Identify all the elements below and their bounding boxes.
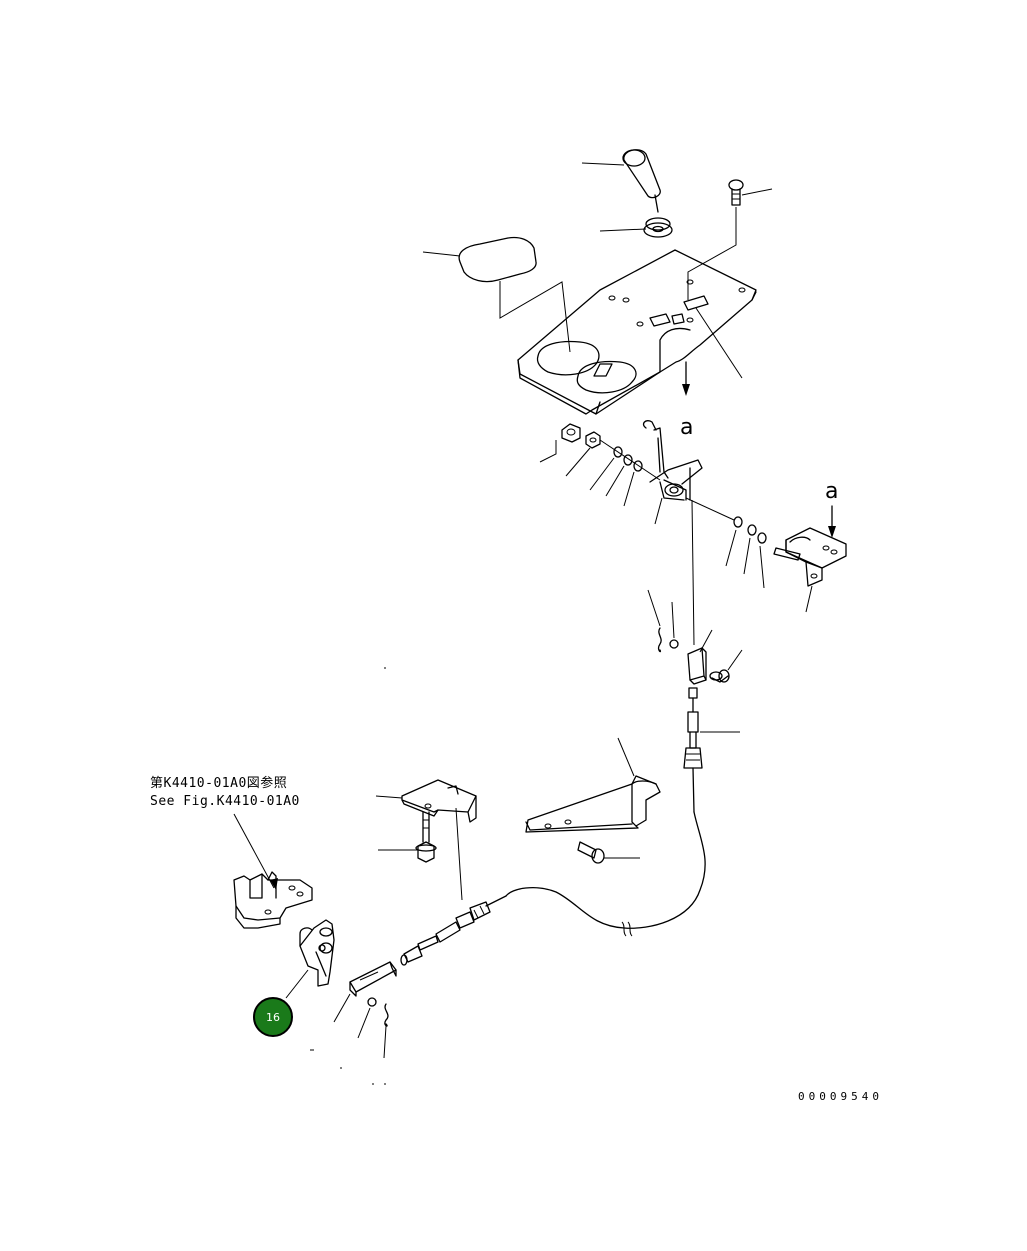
flange-bolt — [415, 811, 437, 863]
leader-bolt-top — [741, 188, 773, 196]
washer-lower — [367, 997, 377, 1007]
leader-reference — [233, 813, 275, 889]
lever-arm — [299, 919, 335, 987]
leader-connector-lower — [333, 993, 351, 1023]
assembly-line-mat — [499, 281, 571, 353]
leader-washer-r1 — [725, 529, 737, 567]
leader-clevis-pin — [727, 649, 743, 671]
leader-cotter-upper — [647, 589, 661, 627]
floor-plate — [517, 249, 757, 415]
detail-arrow-right: a — [825, 479, 838, 538]
cotter-pin-lower — [384, 1003, 389, 1027]
leader-knob — [581, 162, 625, 166]
leader-mat — [422, 251, 461, 257]
leader-slot — [695, 307, 743, 379]
leader-washer-2 — [605, 465, 625, 497]
leader-washer-r2 — [743, 537, 751, 575]
axis-line-right — [685, 497, 735, 521]
clevis-upper — [687, 647, 707, 685]
mount-bracket — [401, 779, 477, 823]
washer-2 — [623, 454, 633, 466]
bolt-bracket — [577, 841, 605, 864]
washer-1 — [613, 446, 623, 458]
cable-break-mark — [621, 921, 633, 937]
leader-cotter-lower — [383, 1025, 387, 1059]
washer-3 — [633, 460, 643, 472]
washer-clevis — [669, 639, 679, 649]
leader-nut — [539, 440, 557, 463]
leader-washer-1 — [589, 457, 615, 491]
reference-arrowhead — [270, 878, 278, 890]
leader-bracket — [805, 585, 813, 613]
cable-connector-lower — [349, 961, 397, 997]
bolt-top — [728, 179, 744, 206]
lock-nut — [585, 431, 601, 449]
control-cable-upper-end — [683, 687, 703, 813]
boot-grommet — [643, 217, 673, 238]
leader-washer-clevis — [671, 601, 675, 639]
reference-note-en: See Fig.K4410-01A0 — [150, 794, 300, 809]
floor-mat — [458, 236, 537, 283]
detail-arrow-top: a — [680, 361, 693, 440]
washer-r1 — [733, 516, 743, 528]
leader-boot — [599, 228, 647, 232]
leader-mount-bracket — [375, 795, 403, 799]
leader-lock-nut — [565, 447, 591, 477]
detail-label-right: a — [825, 479, 838, 504]
assembly-line-mount — [455, 807, 463, 901]
washer-r3 — [757, 532, 767, 544]
cotter-pin-upper — [657, 627, 662, 653]
leader-cable-bracket — [617, 737, 635, 777]
reference-note-jp: 第K4410-01A0図参照 — [150, 775, 287, 791]
washer-r2 — [747, 524, 757, 536]
callout-badge[interactable]: 16 — [253, 997, 293, 1037]
control-cable-lower-end — [400, 895, 507, 966]
rod-line — [691, 499, 695, 646]
nut — [561, 423, 581, 443]
axis-line-left — [599, 439, 661, 481]
callout-badge-number: 16 — [266, 1011, 280, 1024]
leader-clevis-upper — [699, 629, 713, 653]
lever-knob — [622, 149, 661, 213]
leader-lever — [654, 497, 663, 525]
cable-bracket — [525, 775, 661, 833]
clevis-pin — [709, 669, 730, 683]
shift-lever — [642, 420, 703, 501]
leader-washer-3 — [623, 471, 635, 507]
detail-label-top: a — [680, 415, 693, 440]
assembly-line-bolt — [687, 207, 737, 300]
drawing-number: 00009540 — [798, 1090, 883, 1103]
leader-washer-lower — [357, 1007, 371, 1039]
leader-lever-arm — [285, 969, 309, 999]
leader-washer-r3 — [759, 545, 765, 589]
lever-bracket — [773, 527, 847, 587]
